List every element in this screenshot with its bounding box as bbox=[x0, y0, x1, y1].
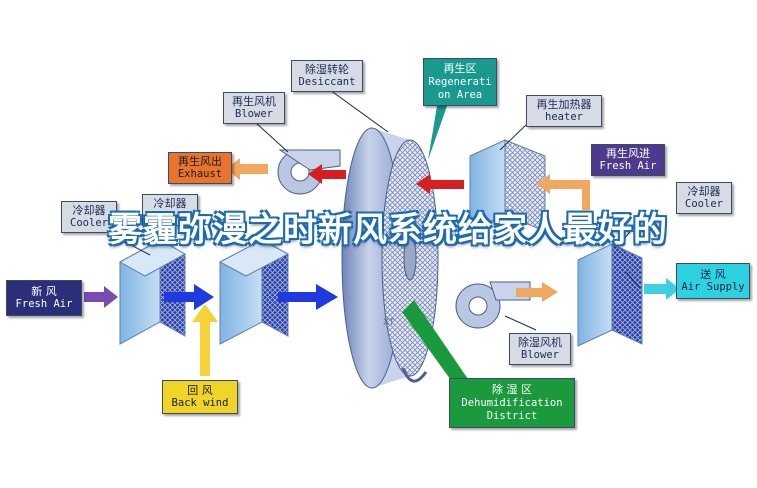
dehum-district-en1: Dehumidification bbox=[461, 396, 563, 409]
cooler-right-unit bbox=[577, 243, 643, 347]
label-back-wind: 回 风 Back wind bbox=[162, 380, 238, 414]
label-dehum-blower: 除湿风机 Blower bbox=[509, 333, 571, 365]
desiccant-en: Desiccant bbox=[298, 76, 356, 89]
label-cooler-left: 冷却器 Cooler bbox=[61, 201, 117, 233]
label-cooler-mid: 冷却器 Cooler bbox=[142, 194, 198, 226]
blue-flow-arrow-2 bbox=[278, 284, 338, 310]
back-wind-arrow bbox=[192, 304, 218, 376]
fresh-air-zh: 新 风 bbox=[31, 284, 57, 298]
regeneration-en1: Regenerati bbox=[428, 75, 492, 88]
cooler-mid-zh: 冷却器 bbox=[153, 196, 187, 210]
label-dehum-district: 除 湿 区 Dehumidification District bbox=[449, 378, 575, 428]
air-supply-arrow bbox=[644, 278, 680, 300]
regen-fresh-air-zh: 再生风进 bbox=[606, 146, 650, 160]
dehum-district-en2: District bbox=[486, 409, 538, 422]
label-regen-heater: 再生加热器 heater bbox=[526, 95, 602, 127]
exhaust-en: Exhaust bbox=[177, 168, 223, 181]
dehum-district-zh: 除 湿 区 bbox=[492, 383, 532, 396]
desiccant-zh: 除湿转轮 bbox=[305, 62, 349, 76]
dehum-orange-arrow bbox=[516, 282, 558, 302]
regeneration-zh: 再生区 bbox=[443, 62, 477, 75]
regen-blower-unit bbox=[277, 149, 341, 195]
air-supply-en: Air Supply bbox=[681, 281, 745, 294]
desiccant-wheel bbox=[341, 127, 439, 389]
watermark: XT bbox=[383, 318, 395, 328]
regen-heater-zh: 再生加热器 bbox=[536, 97, 592, 111]
leader-lines bbox=[107, 89, 646, 331]
red-heater-arrow bbox=[416, 174, 464, 194]
cooler-left-unit bbox=[118, 239, 187, 345]
regen-fresh-air-en: Fresh Air bbox=[599, 160, 657, 173]
label-air-supply: 送 风 Air Supply bbox=[676, 263, 750, 299]
regeneration-en2: on Area bbox=[437, 88, 483, 101]
dehum-district-pointer bbox=[402, 300, 470, 390]
label-desiccant: 除湿转轮 Desiccant bbox=[291, 60, 363, 92]
fresh-air-en: Fresh Air bbox=[15, 298, 73, 311]
label-regen-fresh-air: 再生风进 Fresh Air bbox=[591, 144, 665, 176]
red-return-arrow bbox=[308, 164, 346, 184]
cooler-mid-en: Cooler bbox=[151, 210, 189, 223]
dehum-blower-en: Blower bbox=[521, 349, 559, 362]
cooler-left-zh: 冷却器 bbox=[72, 203, 106, 217]
cooler-left-en: Cooler bbox=[70, 217, 108, 230]
headline-overlay: 雾霾弥漫之时新风系统给家人最好的 bbox=[108, 210, 668, 250]
regen-heater-unit bbox=[469, 139, 546, 232]
fresh-air-arrow bbox=[84, 286, 118, 308]
regeneration-pointer bbox=[428, 106, 447, 160]
back-wind-en: Back wind bbox=[171, 397, 229, 410]
regen-heater-en: heater bbox=[545, 111, 583, 124]
cooler-right-zh: 冷却器 bbox=[687, 184, 721, 198]
air-supply-zh: 送 风 bbox=[700, 267, 726, 281]
back-wind-zh: 回 风 bbox=[187, 383, 213, 397]
regen-blower-zh: 再生风机 bbox=[232, 94, 276, 108]
label-exhaust: 再生风出 Exhaust bbox=[168, 152, 232, 184]
cooler-mid-unit bbox=[218, 239, 290, 345]
exhaust-zh: 再生风出 bbox=[178, 154, 222, 168]
cooler-right-en: Cooler bbox=[685, 198, 723, 211]
label-regeneration: 再生区 Regenerati on Area bbox=[423, 58, 497, 106]
regen-fresh-arrow bbox=[536, 174, 590, 210]
dehum-blower-zh: 除湿风机 bbox=[518, 335, 562, 349]
regen-blower-en: Blower bbox=[235, 108, 273, 121]
dehum-blower-unit bbox=[455, 281, 531, 329]
label-cooler-right: 冷却器 Cooler bbox=[676, 182, 732, 214]
label-fresh-air: 新 风 Fresh Air bbox=[6, 280, 82, 316]
blue-flow-arrow-1 bbox=[164, 284, 214, 310]
label-regen-blower: 再生风机 Blower bbox=[223, 92, 285, 124]
exhaust-arrow bbox=[226, 158, 268, 180]
